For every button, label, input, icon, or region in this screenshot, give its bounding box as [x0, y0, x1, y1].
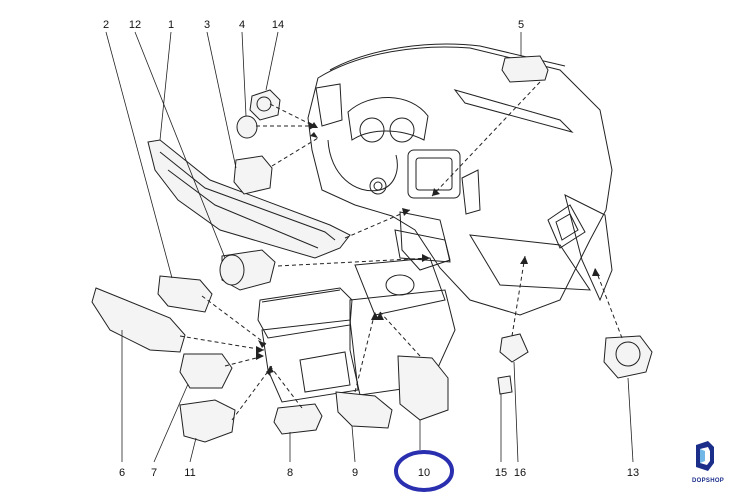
callout-14: 14 — [272, 19, 284, 31]
callout-11: 11 — [184, 467, 195, 479]
part-8-switch — [273, 403, 323, 435]
part-10-switch-module — [397, 355, 449, 421]
armrest-top — [261, 289, 341, 303]
callout-8: 8 — [287, 467, 293, 479]
dashboard-top-edge — [329, 43, 566, 71]
callout-12: 12 — [129, 19, 141, 31]
cluster-dial-left — [359, 117, 385, 143]
center-stack — [394, 229, 451, 263]
right-door-panel — [564, 194, 613, 302]
part-6-console-lamp — [91, 287, 186, 353]
part-1-trim-inner — [159, 151, 336, 249]
callout-15: 15 — [495, 467, 507, 479]
dopshop-logo-icon — [696, 441, 714, 471]
cluster-dial-right — [389, 117, 415, 143]
left-vent — [315, 83, 343, 127]
part-15-screw — [497, 375, 513, 395]
part-7-switch — [179, 353, 233, 389]
callout-6: 6 — [119, 467, 125, 479]
rear-console-detail — [299, 351, 351, 393]
callout-13: 13 — [627, 467, 639, 479]
callout-16: 16 — [514, 467, 526, 479]
center-vent — [461, 169, 481, 215]
part-3-switch — [233, 155, 273, 195]
callout-3: 3 — [204, 19, 210, 31]
right-vent-inner — [555, 213, 579, 241]
callout-9: 9 — [352, 467, 358, 479]
steering-column — [327, 139, 398, 192]
glovebox — [469, 234, 591, 291]
part-2-usb — [157, 275, 213, 313]
part-13-switch-knob — [615, 341, 641, 367]
brand-name: DOPSHOP — [692, 478, 725, 484]
infotainment-inner — [415, 157, 453, 191]
right-vent — [547, 204, 586, 249]
armrest — [257, 287, 353, 339]
ignition — [369, 177, 387, 195]
shifter-knob — [385, 274, 415, 296]
part-11-socket — [179, 399, 236, 443]
highlight-circle — [394, 450, 454, 492]
callout-5: 5 — [518, 19, 524, 31]
ignition-inner — [373, 181, 383, 191]
part-1-trim — [147, 139, 351, 259]
callout-7: 7 — [151, 467, 157, 479]
rear-console — [261, 319, 359, 403]
callout-1: 1 — [168, 19, 174, 31]
callout-2: 2 — [103, 19, 109, 31]
part-9-bezel — [335, 391, 393, 429]
windshield-vent — [453, 89, 574, 133]
instrument-cluster — [347, 97, 429, 141]
part-14-button-face — [256, 96, 272, 112]
callout-4: 4 — [239, 19, 245, 31]
part-16-clip — [499, 333, 529, 363]
callout-10: 10 — [418, 467, 430, 479]
part-4-cap — [236, 115, 258, 139]
infotainment-screen — [407, 149, 461, 199]
center-console-upper — [399, 211, 451, 271]
part-5-switch — [501, 55, 549, 83]
part-12-socket-face — [219, 254, 245, 286]
